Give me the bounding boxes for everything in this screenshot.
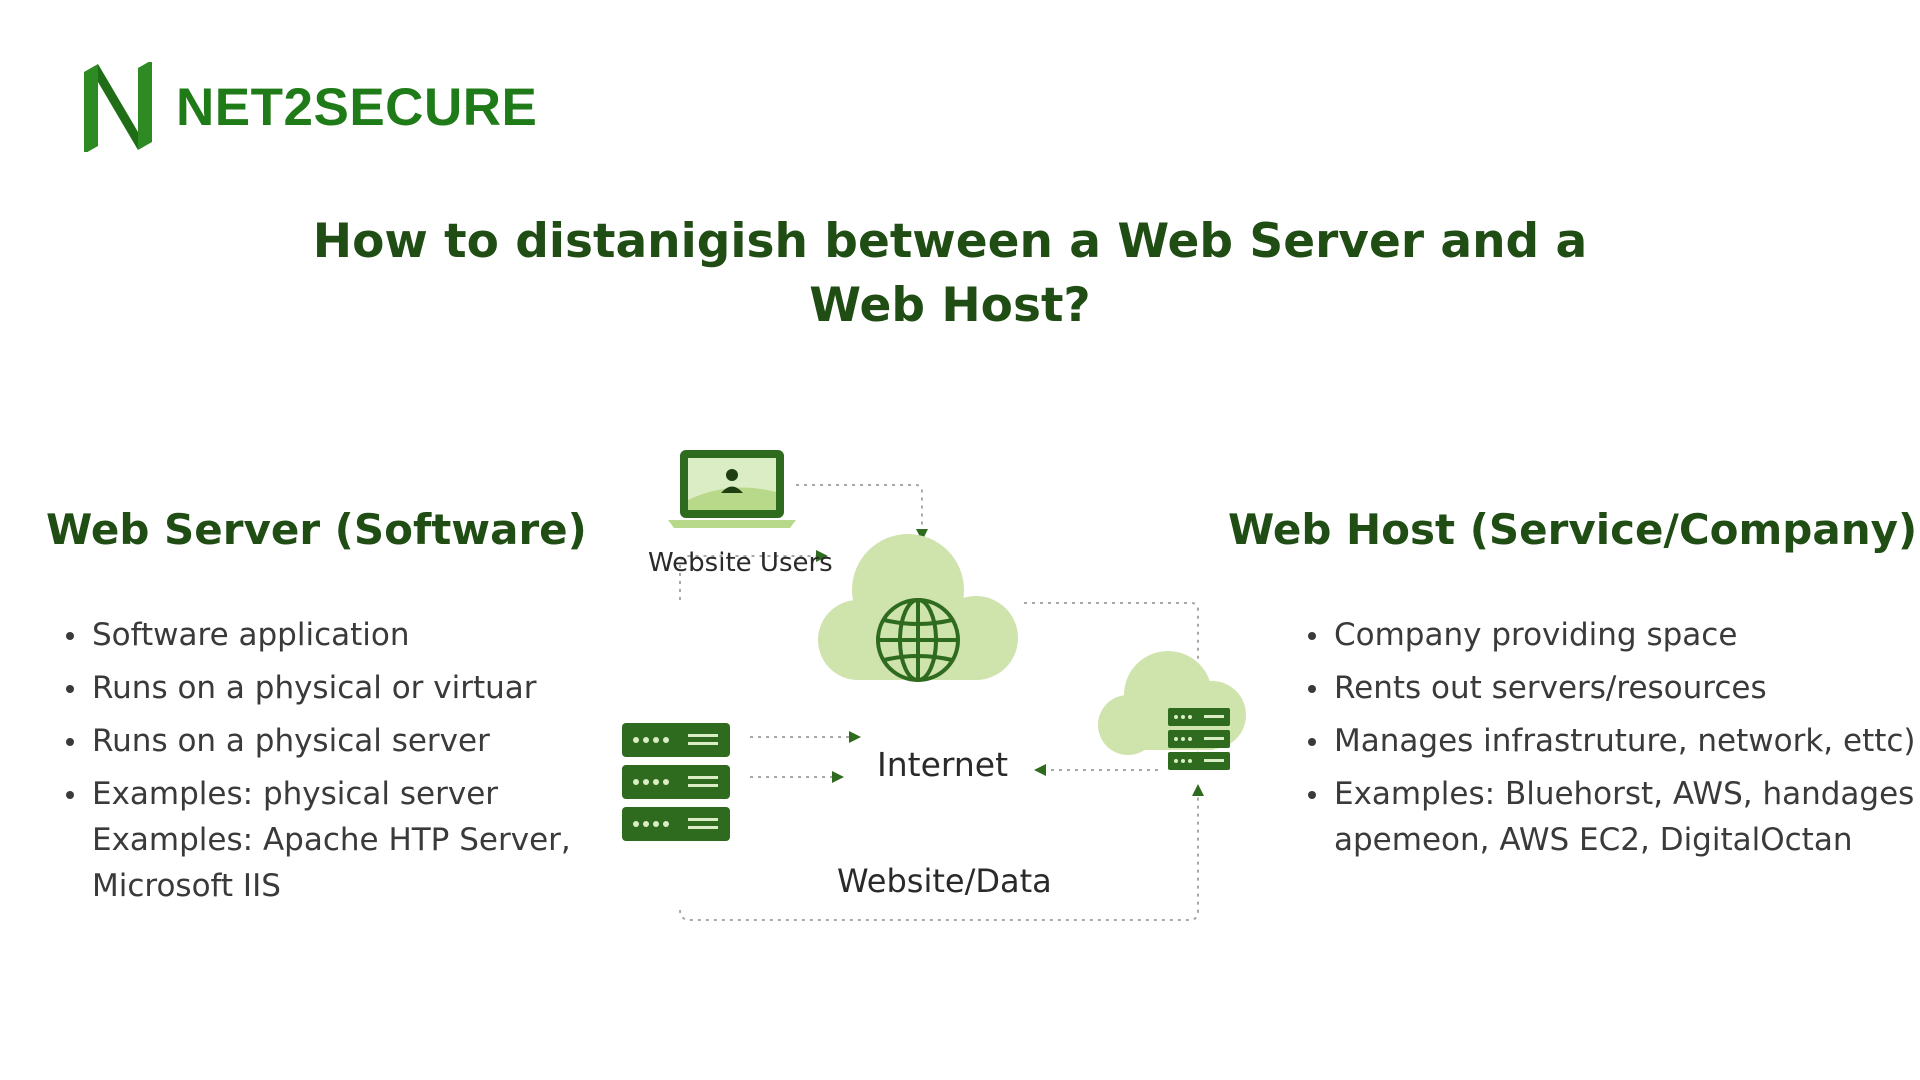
examples-line-3: Microsoft IIS xyxy=(92,868,281,904)
web-server-list: Software application Runs on a physical … xyxy=(46,612,571,916)
web-host-heading: Web Host (Service/Company) xyxy=(1228,505,1918,554)
list-item: Software application xyxy=(46,612,571,658)
examples-line-1: Examples: physical server xyxy=(92,776,499,812)
globe-cloud-icon xyxy=(818,534,1018,682)
web-host-list: Company providing space Rents out server… xyxy=(1288,612,1916,870)
list-item: Runs on a physical or virtuar xyxy=(46,665,571,711)
brand-name: NET2SECURE xyxy=(176,77,538,137)
web-server-heading: Web Server (Software) xyxy=(46,505,587,554)
diagram-graphics xyxy=(622,450,1246,921)
users-to-internet-line xyxy=(796,484,928,541)
examples-line-2: apemeon, AWS EC2, DigitalOctan xyxy=(1334,822,1853,858)
page-title-line-2: Web Host? xyxy=(809,278,1091,333)
list-item: Manages infrastruture, network, ettc) xyxy=(1288,718,1916,764)
internet-label: Internet xyxy=(877,745,1009,784)
website-data-loop-line xyxy=(679,784,1204,921)
list-item-examples: Examples: physical server Examples: Apac… xyxy=(46,771,571,909)
cloud-to-host-line xyxy=(1024,602,1199,760)
network-diagram: Website Users Internet Website/Data xyxy=(600,440,1300,940)
laptop-user-icon xyxy=(668,450,796,528)
website-users-label: Website Users xyxy=(648,548,833,578)
examples-line-2: Examples: Apache HTP Server, xyxy=(92,822,571,858)
brand-logo: NET2SECURE xyxy=(80,62,537,152)
list-item: Rents out servers/resources xyxy=(1288,665,1916,711)
list-item: Company providing space xyxy=(1288,612,1916,658)
n-logo-icon xyxy=(84,62,152,152)
server-rack-icon xyxy=(622,723,730,841)
page-title-line-1: How to distanigish between a Web Server … xyxy=(312,214,1588,269)
connection-lines xyxy=(679,484,1204,921)
cloud-server-icon xyxy=(1098,651,1246,770)
list-item: Runs on a physical server xyxy=(46,718,571,764)
page-title: How to distanigish between a Web Server … xyxy=(300,210,1600,338)
examples-line-1: Examples: Bluehorst, AWS, handages xyxy=(1334,776,1915,812)
server-to-cloud-line xyxy=(679,550,828,600)
website-data-label: Website/Data xyxy=(837,862,1052,900)
list-item-examples: Examples: Bluehorst, AWS, handages apeme… xyxy=(1288,771,1916,863)
